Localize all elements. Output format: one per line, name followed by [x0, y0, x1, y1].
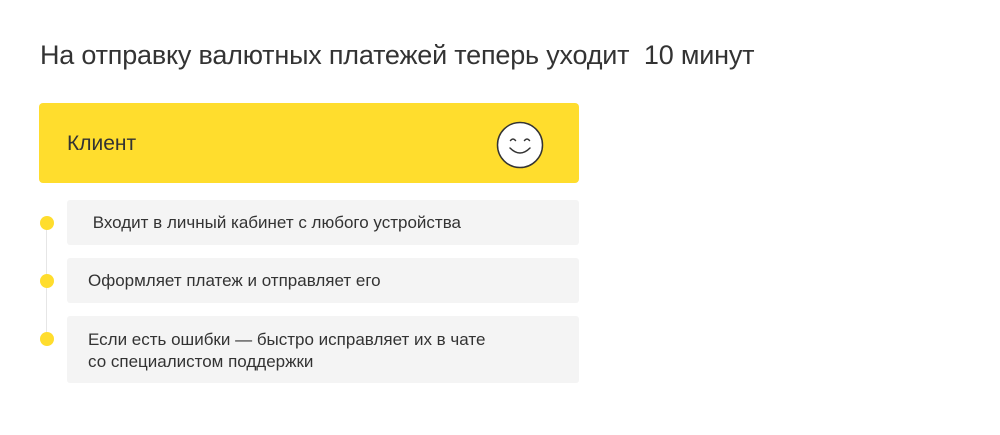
step-card: Если есть ошибки — быстро исправляет их …	[67, 316, 579, 383]
timeline-dot	[40, 216, 54, 230]
step-text: Входит в личный кабинет с любого устройс…	[88, 213, 461, 232]
step-card: Оформляет платеж и отправляет его	[67, 258, 579, 303]
client-header-label: Клиент	[67, 132, 137, 155]
step-text: Если есть ошибки — быстро исправляет их …	[88, 330, 486, 371]
page-title: На отправку валютных платежей теперь ухо…	[40, 40, 755, 70]
step-text: Оформляет платеж и отправляет его	[88, 271, 381, 290]
smiley-face-icon	[496, 121, 544, 169]
client-header-card: Клиент	[39, 103, 579, 183]
step-card: Входит в личный кабинет с любого устройс…	[67, 200, 579, 245]
timeline-dot	[40, 332, 54, 346]
timeline-dot	[40, 274, 54, 288]
